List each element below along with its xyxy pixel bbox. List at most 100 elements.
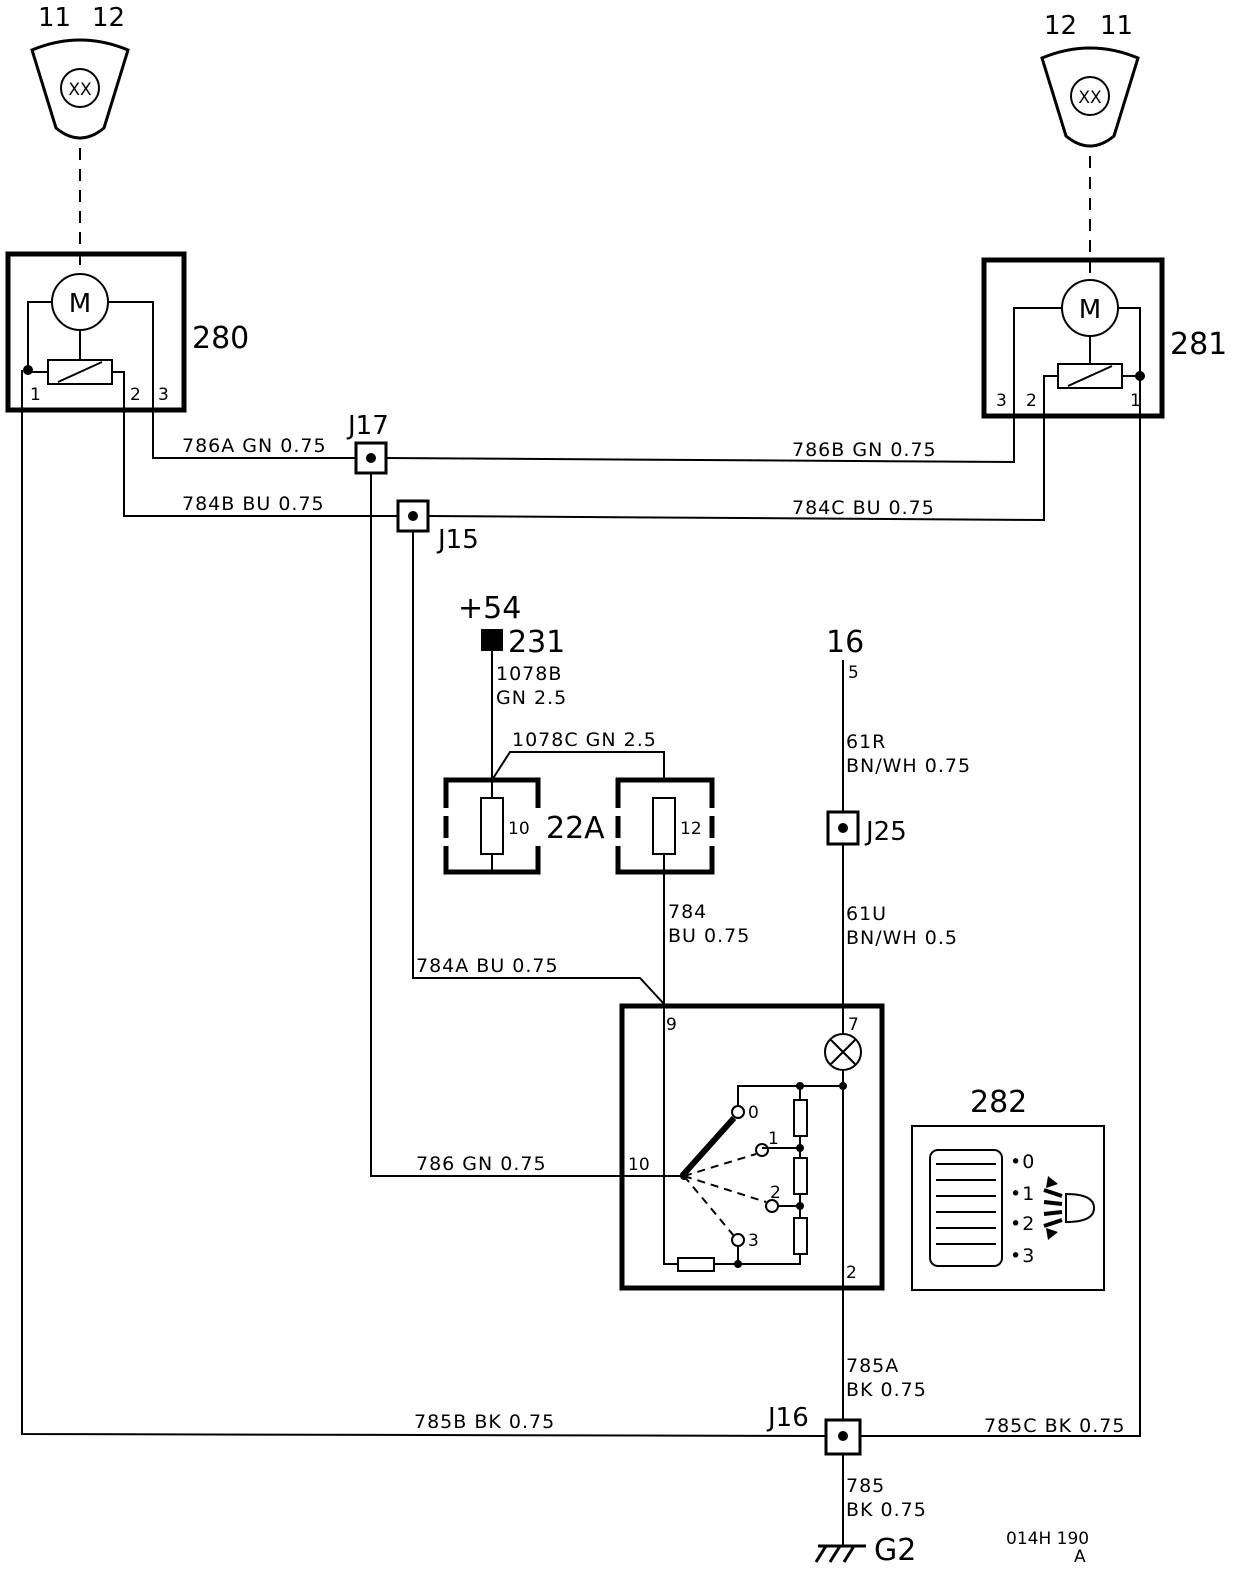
wire-785b-label: 785B BK 0.75: [414, 1411, 555, 1433]
motor-280-pin-3: 3: [158, 385, 169, 405]
wire-785a-spec: BK 0.75: [846, 1379, 927, 1401]
control-panel-282: 282 •0 •1 •2 •3: [911, 1085, 1105, 1291]
fuse-12-icon: [652, 797, 676, 855]
wire-785-id: 785: [846, 1475, 885, 1497]
wire-1078c-label: 1078C GN 2.5: [512, 729, 657, 751]
headlamp-right: 12 11 XX: [1040, 11, 1140, 276]
wire-61u-id: 61U: [846, 903, 887, 925]
motor-280-pin-2: 2: [130, 385, 141, 405]
wire-61u-spec: BN/WH 0.5: [846, 927, 958, 949]
junction-j17-label: J17: [346, 411, 389, 441]
fusebox-id: 22A: [546, 811, 605, 846]
motor-281-pin-2: 2: [1026, 391, 1037, 411]
headlamp-left-pin-a: 11: [38, 3, 71, 33]
supply-connector: 231: [508, 625, 565, 660]
ground-g2: G2: [814, 1533, 916, 1568]
switch-pin-2: 2: [846, 1263, 857, 1283]
feed-16: 16 5 61R BN/WH 0.75 J25 61U BN/WH 0.5: [826, 625, 971, 1034]
motor-281-motor-label: M: [1079, 295, 1101, 325]
fuse-10-label: 10: [508, 819, 530, 839]
headlamp-range-icon: [1043, 1176, 1096, 1240]
wire-786-bus: 786A GN 0.75 786B GN 0.75: [152, 410, 1015, 464]
wire-784-bus: 784B BU 0.75 784C BU 0.75: [123, 410, 1045, 522]
switch-resistor-1-icon: [793, 1099, 808, 1137]
drawing-ref-line1: 014H 190: [1006, 1529, 1089, 1549]
wire-786-label: 786 GN 0.75: [416, 1153, 547, 1175]
headlamp-left: 11 12 XX: [30, 3, 130, 270]
motor-280-box: [5, 251, 187, 413]
wire-61r-id: 61R: [846, 731, 886, 753]
control-panel-pos-1: •1: [1010, 1183, 1035, 1205]
headlamp-left-bulb-icon: [60, 68, 100, 108]
headlamp-right-pin-b: 11: [1100, 11, 1133, 41]
control-panel-frame: [911, 1125, 1105, 1291]
motor-280: M 1 2 3 280: [5, 251, 249, 413]
wire-61r-spec: BN/WH 0.75: [846, 755, 971, 777]
motor-281-pin-3: 3: [996, 391, 1007, 411]
levelling-switch: 9 7 10 2 0 1 2 3: [619, 1003, 885, 1291]
motor-280-motor-label: M: [69, 289, 91, 319]
junction-j15: J15: [396, 499, 479, 555]
junction-j25-label: J25: [864, 817, 907, 847]
fuse-12-label: 12: [680, 819, 702, 839]
wire-786b-label: 786B GN 0.75: [792, 439, 937, 461]
drawing-ref-line2: A: [1074, 1547, 1086, 1567]
switch-contact-1: [755, 1143, 769, 1157]
supply-connector-icon: [481, 629, 503, 651]
ground-label: G2: [874, 1533, 916, 1568]
wire-785-spec: BK 0.75: [846, 1499, 927, 1521]
junction-j16-label: J16: [766, 1403, 809, 1433]
switch-dimmer-resistor-icon: [677, 1257, 715, 1272]
control-panel-pos-2: •2: [1010, 1213, 1035, 1235]
switch-resistor-2-icon: [793, 1157, 808, 1195]
switch-pos-2: 2: [770, 1183, 781, 1203]
switch-pin-9: 9: [666, 1015, 677, 1035]
supply-terminal: +54: [458, 591, 521, 626]
motor-281-box: [981, 257, 1165, 419]
motor-281: M 3 2 1 281: [981, 257, 1227, 419]
switch-contact-0: [731, 1105, 745, 1119]
levelling-switch-box: [619, 1003, 885, 1291]
junction-j17: J17: [346, 411, 389, 475]
motor-281-pin-1: 1: [1130, 391, 1141, 411]
wire-784a-to-switch: [412, 531, 665, 1005]
wire-786-to-switch: [370, 473, 682, 1177]
wire-784a-label: 784A BU 0.75: [416, 955, 559, 977]
switch-pos-0: 0: [748, 1103, 759, 1123]
wire-785-bus: 785A BK 0.75 785B BK 0.75 785C BK 0.75 J…: [21, 370, 1141, 1546]
headlamp-left-pin-b: 12: [92, 3, 125, 33]
switch-pos-3: 3: [748, 1231, 759, 1251]
headlamp-left-symbol: XX: [68, 80, 92, 100]
headlamp-right-pin-a: 12: [1044, 11, 1077, 41]
control-panel-id: 282: [970, 1085, 1027, 1120]
fuse-10-icon: [480, 797, 504, 855]
supply-54: +54 231 1078B GN 2.5: [458, 591, 567, 780]
feed-16-source: 16: [826, 625, 864, 660]
switch-pin-10: 10: [628, 1155, 650, 1175]
headlamp-left-housing: [30, 38, 130, 140]
headlamp-right-bulb-icon: [1070, 76, 1110, 116]
switch-resistor-3-icon: [793, 1217, 808, 1255]
headlamp-right-symbol: XX: [1078, 88, 1102, 108]
headlamp-right-housing: [1040, 46, 1140, 148]
wire-1078b-id: 1078B: [496, 663, 562, 685]
switch-pin-7: 7: [848, 1015, 859, 1035]
motor-280-id: 280: [192, 321, 249, 356]
switch-wiper: [679, 1115, 737, 1179]
wire-1078b-spec: GN 2.5: [496, 687, 567, 709]
switch-contact-2: [765, 1199, 779, 1213]
wire-785c-label: 785C BK 0.75: [984, 1415, 1125, 1437]
motor-280-pin-1: 1: [30, 385, 41, 405]
motor-281-id: 281: [1170, 327, 1227, 362]
wire-785a-id: 785A: [846, 1355, 899, 1377]
wire-784-spec: BU 0.75: [668, 925, 750, 947]
switch-pos-1: 1: [768, 1129, 779, 1149]
fusebox-22a: 1078C GN 2.5 10 22A 12 784 BU 0.75: [443, 729, 750, 1004]
wire-786a-label: 786A GN 0.75: [182, 435, 327, 457]
feed-16-pin: 5: [848, 663, 859, 683]
wire-784b-label: 784B BU 0.75: [182, 493, 325, 515]
switch-contact-3: [731, 1233, 745, 1247]
wire-784c-label: 784C BU 0.75: [792, 497, 935, 519]
control-panel-thumbwheel-icon: [929, 1149, 1003, 1267]
